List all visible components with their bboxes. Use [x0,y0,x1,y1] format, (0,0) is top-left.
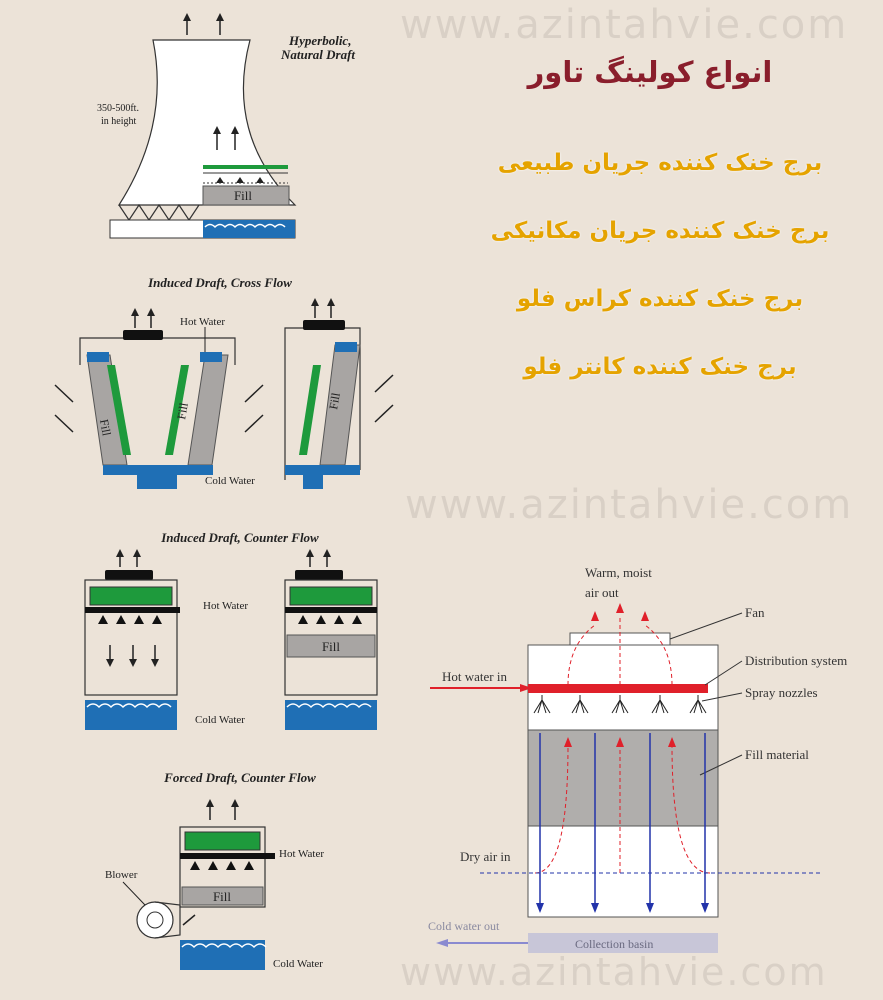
hyperbolic-title-line1: Hyperbolic, [288,33,351,48]
forced-hot-water-label: Hot Water [279,848,324,860]
forced-draft-tower-diagram: Forced Draft, Counter Flow Fill Hot Wate… [105,770,324,970]
cold-water-out-label: Cold water out [428,919,500,933]
crossflow-title: Induced Draft, Cross Flow [147,275,292,290]
watermark-top: www.azintahvie.com [400,2,849,48]
counterflow-hot-water-label: Hot Water [203,600,248,612]
svg-text:Fill: Fill [326,391,343,411]
blower-label: Blower [105,869,138,881]
counterflow-detail-diagram: Warm, moist air out Fan Hot water in Dis… [428,565,847,953]
heading-title: انواع کولینگ تاور [527,55,773,89]
hyperbolic-tower-diagram: Fill Hyperbolic, Natural Draft 350-500ft… [97,13,355,239]
height-label-line2: in height [101,116,136,127]
fan-label: Fan [745,605,765,620]
counterflow-fill-label: Fill [322,639,340,654]
fill-material-label: Fill material [745,747,809,762]
warm-air-label-line2: air out [585,585,619,600]
hyperbolic-title-line2: Natural Draft [280,47,355,62]
forced-title: Forced Draft, Counter Flow [163,770,316,785]
warm-air-label-line1: Warm, moist [585,565,652,580]
type-counterflow: برج خنک کننده کانتر فلو [523,354,797,380]
counterflow-cold-water-label: Cold Water [195,714,245,726]
collection-basin-label: Collection basin [575,937,653,951]
spray-nozzles-label: Spray nozzles [745,685,818,700]
type-natural-draft: برج خنک کننده جریان طبیعی [497,150,823,176]
counterflow-tower-diagram: Induced Draft, Counter Flow Hot Water Co… [84,530,378,730]
forced-cold-water-label: Cold Water [273,958,323,970]
type-crossflow: برج خنک کننده کراس فلو [516,286,804,312]
hyperbolic-fill-label: Fill [234,188,252,203]
watermark-bottom: www.azintahvie.com [400,950,828,994]
watermark-middle: www.azintahvie.com [405,482,854,528]
height-label-line1: 350-500ft. [97,103,139,114]
counterflow-title: Induced Draft, Counter Flow [160,530,319,545]
svg-text:Fill: Fill [97,418,114,438]
svg-text:Fill: Fill [174,401,191,421]
distribution-label: Distribution system [745,653,847,668]
type-mechanical-draft: برج خنک کننده جریان مکانیکی [490,218,830,244]
forced-fill-label: Fill [213,889,231,904]
crossflow-tower-diagram: Induced Draft, Cross Flow Fill Fill Hot … [54,275,394,489]
crossflow-cold-water-label: Cold Water [205,475,255,487]
hot-water-in-label: Hot water in [442,669,507,684]
dry-air-label: Dry air in [460,849,511,864]
crossflow-hot-water-label: Hot Water [180,316,225,328]
